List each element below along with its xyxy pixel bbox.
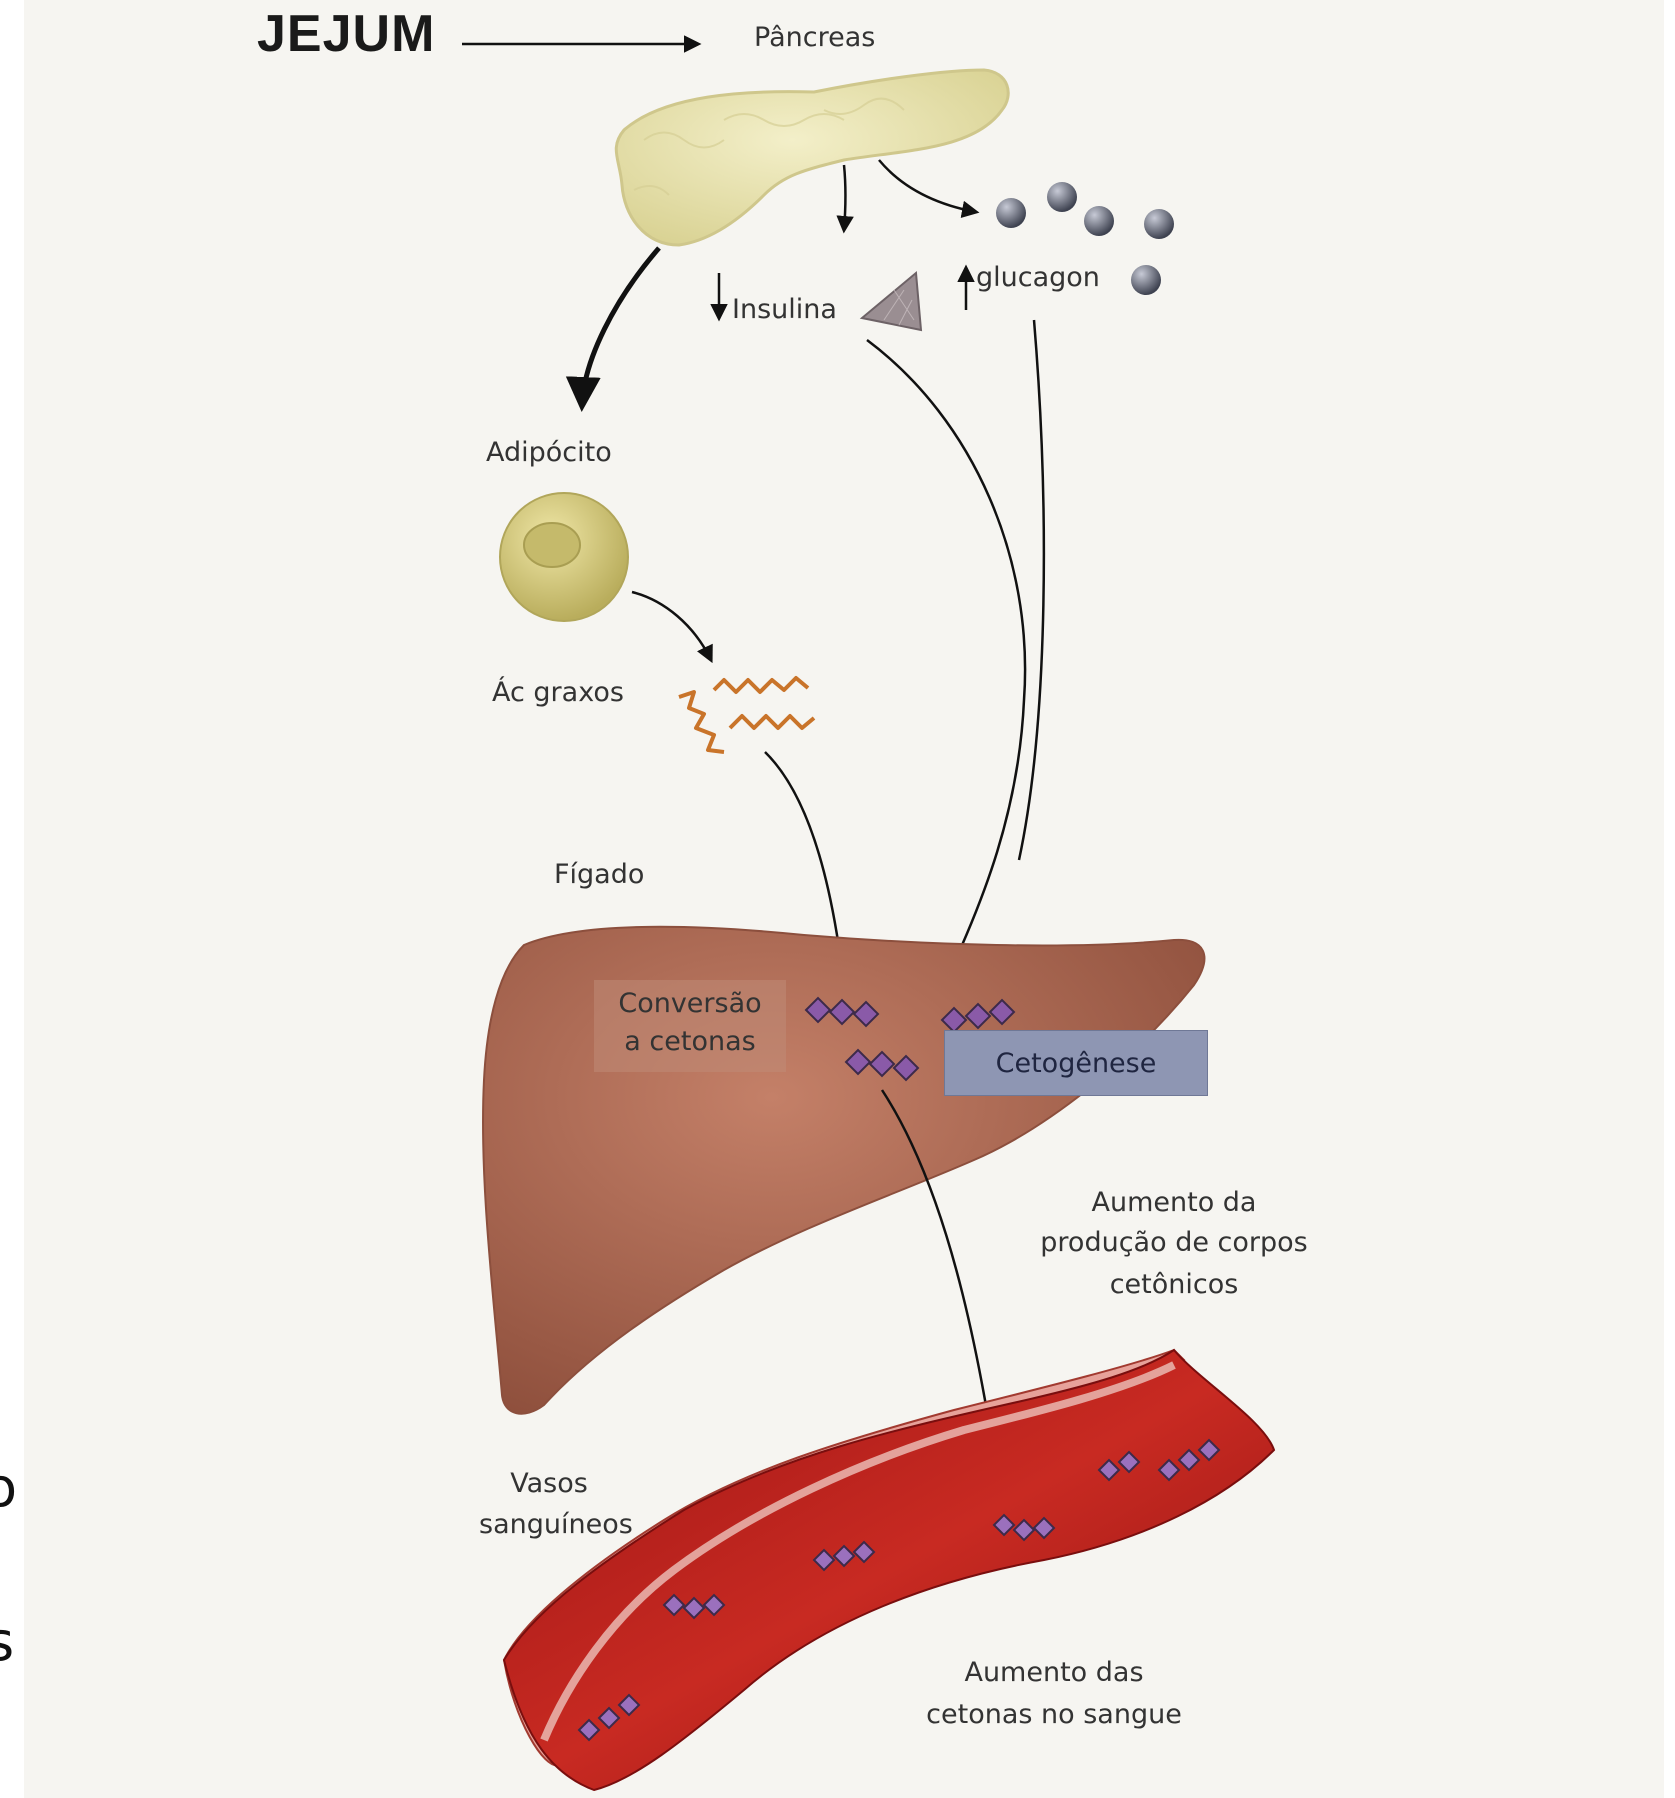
diagram-panel: JEJUM Pâncreas Insulina glucagon Adipóci…: [24, 0, 1664, 1798]
arrow-insulin-liver: [867, 340, 1025, 985]
arrow-pancreas-glucagon: [879, 160, 976, 212]
arrow-pancreas-adipocyte: [582, 248, 659, 405]
label-figado: Fígado: [554, 855, 644, 895]
liver-organ: [483, 927, 1204, 1414]
fatty-acids: [679, 678, 814, 752]
label-vasos-2: sanguíneos: [479, 1505, 633, 1545]
label-aumento-producao-3: cetônicos: [1014, 1265, 1334, 1305]
label-insulina: Insulina: [732, 290, 837, 330]
edge-fragment-bottom: s: [0, 1610, 14, 1673]
label-pancreas: Pâncreas: [754, 18, 875, 58]
arrow-adipocyte-fattyacids: [632, 592, 711, 660]
pancreas-organ: [616, 70, 1008, 245]
label-conversao-1: Conversão: [594, 984, 786, 1024]
label-aumento-producao-1: Aumento da: [1014, 1183, 1334, 1223]
cetogenese-box: Cetogênese: [944, 1030, 1208, 1096]
fasting-ketogenesis-diagram: [24, 0, 1664, 1798]
adipocyte-cell: [500, 493, 628, 621]
label-adipocito: Adipócito: [486, 433, 612, 473]
arrow-pancreas-insulin: [844, 165, 846, 230]
label-ac-graxos: Ác graxos: [492, 673, 624, 713]
label-aumento-producao-2: produção de corpos: [1014, 1223, 1334, 1263]
label-aumento-cetonas-1: Aumento das: [904, 1653, 1204, 1693]
label-aumento-cetonas-2: cetonas no sangue: [904, 1695, 1204, 1735]
insulin-molecule: [862, 273, 921, 330]
title: JEJUM: [257, 14, 435, 54]
ketone-cluster-1: [806, 998, 878, 1026]
label-glucagon: glucagon: [976, 258, 1100, 298]
edge-fragment-top: o: [0, 1456, 17, 1519]
label-vasos-1: Vasos: [454, 1464, 644, 1504]
label-conversao-2: a cetonas: [594, 1022, 786, 1062]
arrow-glucagon-liver: [1019, 320, 1044, 860]
